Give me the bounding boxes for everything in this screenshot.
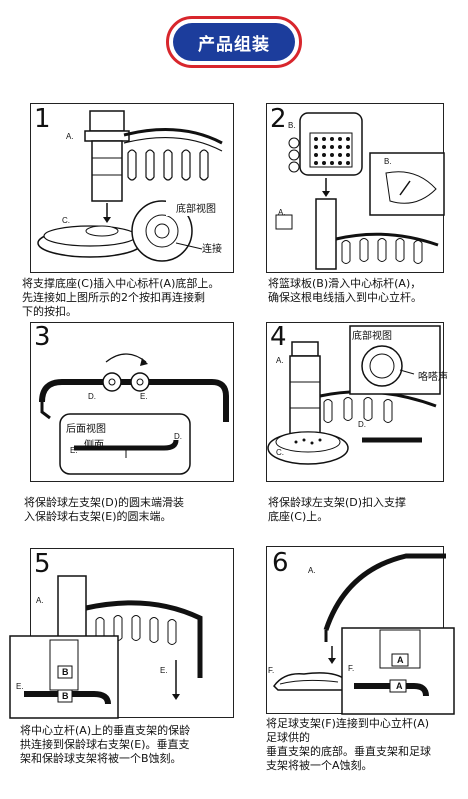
step-3-detail-label-e: E. [70,446,78,455]
step-5-caption: 将中心立杆(A)上的垂直支架的保龄 拱连接到保龄球右支架(E)。垂直支 架和保龄… [20,724,191,765]
step-5-label-a: A. [36,596,44,605]
step-2-number: 2 [270,104,287,134]
step-1-caption: 将支撑底座(C)插入中心标杆(A)底部上。 先连接如上图所示的2个按扣再连接剩 … [22,277,220,318]
step-4-callout-title: 底部视图 [352,331,392,342]
step-1-pointer-label: 连接 [202,244,222,255]
step-4-label-d: D. [358,420,366,429]
step-6-etch-mark-bottom: A [396,681,403,691]
section-title-badge: 产品组装 [166,16,302,68]
step-1-label-a: A. [66,132,74,141]
step-5-etch-mark-bottom: B [62,691,69,701]
section-title: 产品组装 [173,23,295,61]
step-5-illustration [9,575,203,719]
step-6-illustration [273,553,455,715]
step-4-caption: 将保龄球左支架(D)扣入支撑 底座(C)上。 [268,496,407,523]
step-6-number: 6 [272,548,289,578]
step-6-detail-label-f: F. [348,664,355,673]
step-2-illustration [275,112,445,270]
step-3-pointer-label: 侧面 [84,440,104,451]
step-2-caption: 将篮球板(B)滑入中心标杆(A)， 确保这根电线插入到中心立杆。 [268,277,422,304]
step-2-label-b: B. [288,121,296,130]
step-1-illustration [37,110,232,262]
step-3-callout-title: 后面视图 [66,424,106,435]
step-3-detail-label-d: D. [174,432,182,441]
step-4-label-a: A. [276,356,284,365]
step-6-etch-mark-top: A [397,655,404,665]
step-3-label-d: D. [88,392,96,401]
step-5-label-e: E. [160,666,168,675]
step-4-number: 4 [270,322,287,352]
step-1-label-c: C. [62,216,70,225]
step-6-caption: 将足球支架(F)连接到中心立杆(A) 足球供的 垂直支架的底部。垂直支架和足球 … [266,717,431,772]
step-3-illustration [39,353,229,475]
step-3-number: 3 [34,322,51,352]
step-3-label-e: E. [140,392,148,401]
step-6-label-a: A. [308,566,316,575]
step-1-number: 1 [34,104,51,134]
step-3-caption: 将保龄球左支架(D)的圆末端滑装 入保龄球右支架(E)的圆末端。 [24,496,185,523]
step-5-detail-label-e: E. [16,682,24,691]
step-4-label-c: C. [276,448,284,457]
step-2-label-b-detail: B. [384,157,392,166]
step-4-pointer-label: 咯嗒声 [418,372,448,383]
step-6-label-f: F. [268,666,275,675]
step-2-label-a: A. [278,208,286,217]
step-4-illustration [267,325,441,465]
step-1-callout-title: 底部视图 [176,204,216,215]
step-5-number: 5 [34,549,51,579]
step-5-etch-mark-top: B [62,667,69,677]
